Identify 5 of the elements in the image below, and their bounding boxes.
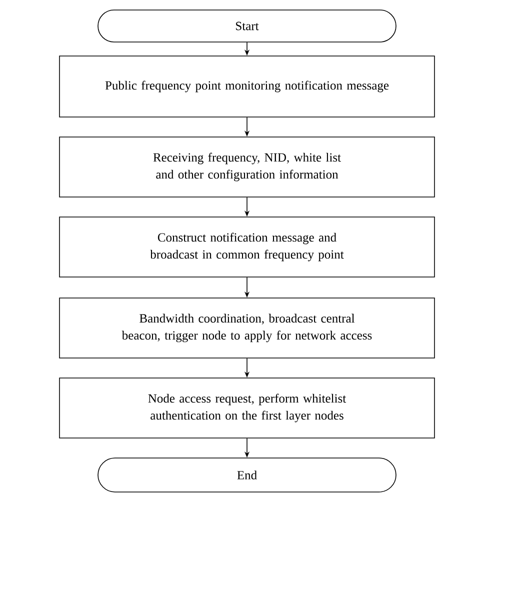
process-box: Receiving frequency, NID, white list and other configuration information bbox=[59, 136, 435, 198]
process-box: Construct notification message and broadcast in common frequency point bbox=[59, 216, 435, 278]
process-box: Public frequency point monitoring notification message bbox=[59, 56, 435, 118]
process-box: Node access request, perform whitelist authentication on the first layer nodes bbox=[59, 378, 435, 438]
process-box: Bandwidth coordination, broadcast central beacon, trigger node to apply for network access bbox=[59, 298, 435, 358]
